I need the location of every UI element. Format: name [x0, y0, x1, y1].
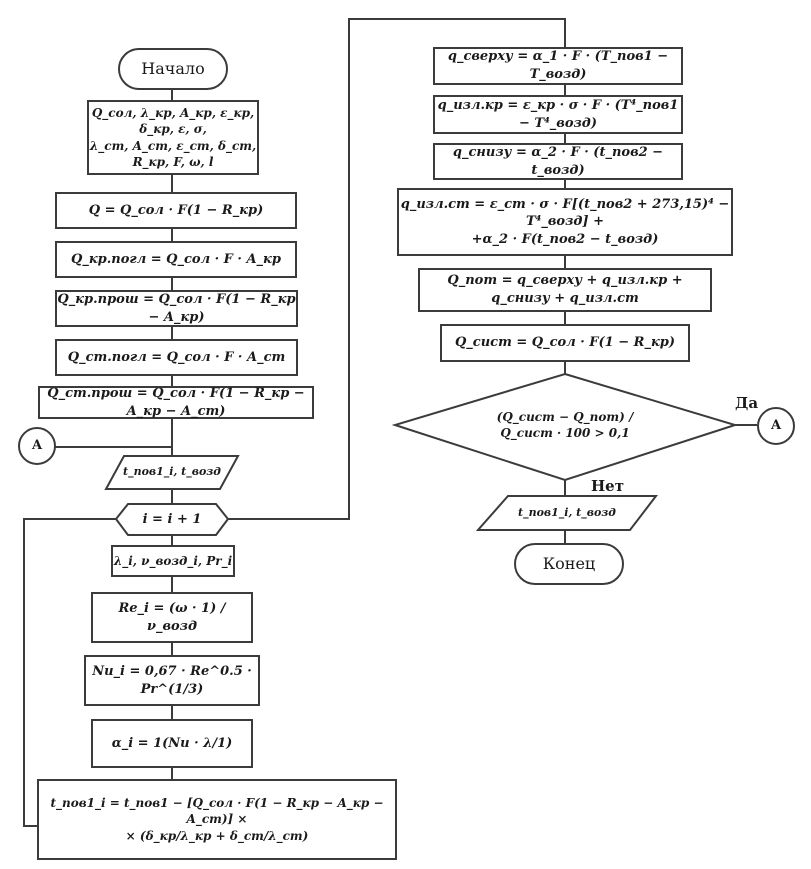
process-q-kr-prosh: Q_кр.прош = Q_сол · F(1 − R_кр − A_кр) [55, 290, 298, 327]
input-parameters-box: Q_сол, λ_кр, A_кр, ε_кр, δ_кр, ε, σ, λ_с… [87, 100, 259, 175]
loop-increment-text: i = i + 1 [142, 511, 202, 527]
input-parameters-text: Q_сол, λ_кр, A_кр, ε_кр, δ_кр, ε, σ, λ_с… [89, 106, 257, 169]
connector-a-left-label: A [31, 438, 43, 454]
process-q-rad-st-text: q_изл.ст = ε_ст · σ · F[(t_пов2 + 273,15… [400, 196, 730, 247]
process-q-st-prosh-text: Q_ст.прош = Q_сол · F(1 − R_кр − A_кр − … [47, 385, 305, 419]
process-alpha-text: α_i = 1(Nu · λ/1) [111, 735, 233, 751]
process-q-kr-pogl: Q_кр.погл = Q_сол · F · A_кр [55, 241, 297, 278]
loop-increment: i = i + 1 [116, 504, 228, 535]
process-q-sys: Q_сист = Q_сол · F(1 − R_кр) [440, 324, 690, 362]
process-q-rad-kr: q_изл.кр = ε_кр · σ · F · (T⁴_пов1 − T⁴_… [433, 95, 683, 134]
loop-shape [114, 503, 230, 536]
process-temperature-update: t_пов1_i = t_пов1 − [Q_сол · F(1 − R_кр … [37, 779, 397, 860]
process-q-bottom-text: q_снизу = α_2 · F · (t_пов2 − t_возд) [452, 144, 664, 178]
no-label: Нет [591, 477, 625, 495]
input-temps-text: t_пов1_i, t_возд [123, 465, 221, 479]
process-q-st-pogl: Q_ст.погл = Q_сол · F · A_ст [55, 339, 298, 376]
process-q-st-pogl-text: Q_ст.погл = Q_сол · F · A_ст [67, 349, 286, 365]
io-shape-output [475, 495, 659, 531]
process-q-loss-text: Q_пот = q_сверху + q_изл.кр + q_снизу + … [447, 273, 683, 306]
connector-a-left: A [18, 427, 56, 465]
start-label: Начало [141, 59, 205, 79]
process-q-kr-prosh-text: Q_кр.прош = Q_сол · F(1 − R_кр − A_кр) [57, 291, 296, 325]
process-q-top: q_сверху = α_1 · F · (T_пов1 − T_возд) [433, 47, 683, 85]
process-q: Q = Q_сол · F(1 − R_кр) [55, 192, 297, 229]
process-nusselt-text: Nu_i = 0,67 · Re^0.5 · Pr^(1/3) [92, 663, 252, 697]
process-q-loss: Q_пот = q_сверху + q_изл.кр + q_снизу + … [418, 268, 712, 312]
yes-label: Да [735, 394, 759, 412]
decision-condition-text: (Q_сист − Q_пот) / Q_сист · 100 > 0,1 [496, 409, 634, 440]
io-shape-input [104, 455, 240, 490]
end-terminal: Конец [514, 543, 624, 585]
process-properties: λ_i, ν_возд_i, Pr_i [111, 545, 235, 577]
process-q-sys-text: Q_сист = Q_сол · F(1 − R_кр) [454, 335, 676, 351]
end-label: Конец [542, 554, 596, 574]
process-q-kr-pogl-text: Q_кр.погл = Q_сол · F · A_кр [71, 251, 281, 267]
process-q-st-prosh: Q_ст.прош = Q_сол · F(1 − R_кр − A_кр − … [38, 386, 314, 419]
process-q-rad-kr-text: q_изл.кр = ε_кр · σ · F · (T⁴_пов1 − T⁴_… [437, 97, 679, 131]
decision-condition: (Q_сист − Q_пот) / Q_сист · 100 > 0,1 [470, 405, 660, 445]
process-temperature-update-text: t_пов1_i = t_пов1 − [Q_сол · F(1 − R_кр … [50, 796, 384, 843]
decision-diamond [391, 372, 739, 482]
process-properties-text: λ_i, ν_возд_i, Pr_i [113, 553, 233, 568]
process-q-bottom: q_снизу = α_2 · F · (t_пов2 − t_возд) [433, 143, 683, 180]
start-terminal: Начало [118, 48, 228, 90]
connector-a-right-label: A [770, 418, 782, 434]
input-temps: t_пов1_i, t_возд [106, 456, 238, 489]
process-reynolds: Re_i = (ω · 1) / ν_возд [91, 592, 253, 643]
process-q-top-text: q_сверху = α_1 · F · (T_пов1 − T_возд) [447, 49, 669, 82]
output-temps-text: t_пов1_i, t_возд [518, 505, 616, 519]
process-nusselt: Nu_i = 0,67 · Re^0.5 · Pr^(1/3) [84, 655, 260, 706]
process-q-text: Q = Q_сол · F(1 − R_кр) [88, 202, 264, 218]
connector-a-right: A [757, 407, 795, 445]
output-temps: t_пов1_i, t_возд [478, 496, 656, 530]
process-reynolds-text: Re_i = (ω · 1) / ν_возд [118, 600, 226, 634]
process-alpha: α_i = 1(Nu · λ/1) [91, 719, 253, 768]
process-q-rad-st: q_изл.ст = ε_ст · σ · F[(t_пов2 + 273,15… [397, 188, 733, 256]
